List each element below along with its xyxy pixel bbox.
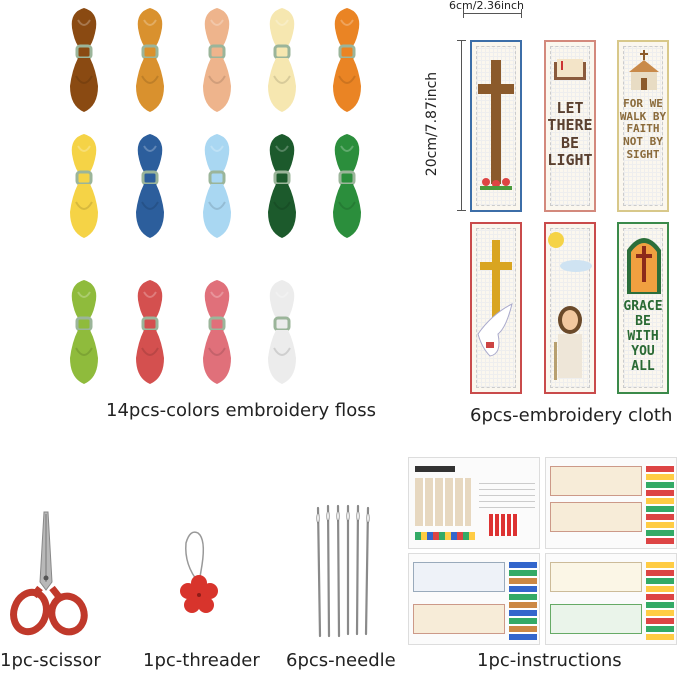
jesus-icon xyxy=(548,232,592,380)
scissor-caption: 1pc-scissor xyxy=(0,650,101,671)
width-dimension-line xyxy=(463,13,521,14)
threader-icon xyxy=(180,531,218,613)
church-icon xyxy=(629,50,659,90)
floss-skein xyxy=(203,8,231,112)
cloth-caption: 6pcs-embroidery cloth xyxy=(470,405,673,426)
floss-skein xyxy=(136,134,164,238)
floss-skein xyxy=(268,280,296,384)
cross-icon xyxy=(478,60,514,190)
width-dimension-tick-right xyxy=(521,9,522,18)
scissor-icon xyxy=(10,511,88,636)
bible-icon xyxy=(554,59,586,80)
floss-skein xyxy=(333,8,361,112)
bookmark-jesus xyxy=(544,222,596,394)
floss-skein xyxy=(268,8,296,112)
width-dimension-tick-left xyxy=(463,9,464,18)
needles-icon xyxy=(316,504,370,638)
stained-window-icon xyxy=(627,238,661,294)
height-dimension-tick-bottom xyxy=(457,210,466,211)
instruction-sheet-2 xyxy=(545,457,677,549)
floss-skein xyxy=(203,134,231,238)
bookmark-cross xyxy=(470,40,522,212)
floss-skein xyxy=(333,134,361,238)
bookmark-let-there-be-light: LET THERE BE LIGHT xyxy=(544,40,596,212)
floss-skein xyxy=(136,280,164,384)
height-dimension-label: 20cm/7.87inch xyxy=(424,71,441,177)
floss-skein xyxy=(268,134,296,238)
bookmark-text: FOR WE WALK BY FAITH NOT BY SIGHT xyxy=(619,97,667,161)
threader-caption: 1pc-threader xyxy=(143,650,260,671)
height-dimension-tick-top xyxy=(457,40,466,41)
height-dimension-line xyxy=(461,40,462,210)
needle-caption: 6pcs-needle xyxy=(286,650,396,671)
instruction-sheet-overview xyxy=(408,457,540,549)
bookmark-text: LET THERE BE LIGHT xyxy=(547,99,593,169)
bookmark-grace: GRACE BE WITH YOU ALL xyxy=(617,222,669,394)
dove-cross-icon xyxy=(477,240,513,357)
floss-skein xyxy=(70,134,98,238)
instruction-sheet-3 xyxy=(408,553,540,645)
floss-caption: 14pcs-colors embroidery floss xyxy=(106,400,376,421)
bookmark-text: GRACE BE WITH YOU ALL xyxy=(623,299,663,374)
bookmark-dove-cross xyxy=(470,222,522,394)
instruction-sheet-4 xyxy=(545,553,677,645)
floss-skein xyxy=(70,8,98,112)
floss-skein xyxy=(203,280,231,384)
floss-skein xyxy=(70,280,98,384)
bookmark-walk-by-faith: FOR WE WALK BY FAITH NOT BY SIGHT xyxy=(617,40,669,212)
width-dimension-label: 6cm/2.36inch xyxy=(449,0,525,12)
floss-skein xyxy=(136,8,164,112)
instructions-caption: 1pc-instructions xyxy=(477,650,622,671)
